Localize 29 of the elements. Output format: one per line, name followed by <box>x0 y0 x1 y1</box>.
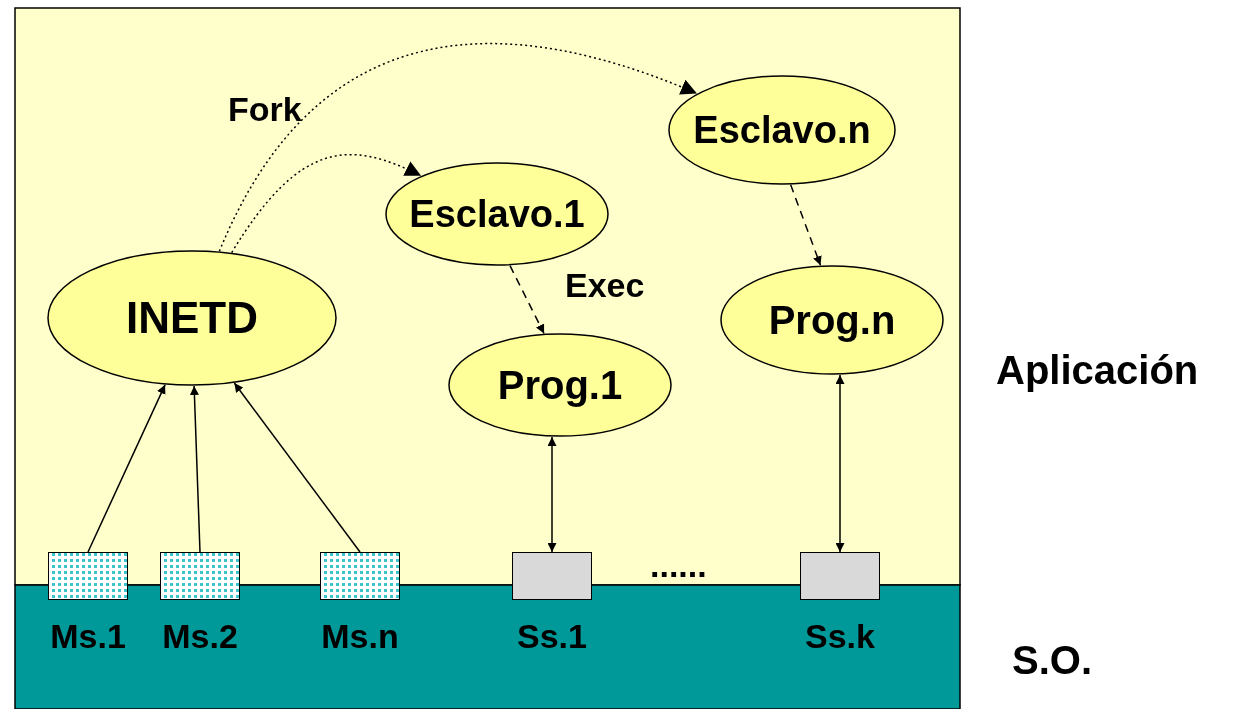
process-label: Esclavo.1 <box>409 192 585 236</box>
socket-label: Ms.2 <box>162 617 238 656</box>
process-label: Prog.1 <box>497 362 623 408</box>
socket-label: Ms.1 <box>50 617 126 656</box>
layer-label: S.O. <box>1012 638 1093 683</box>
process-ellipse <box>47 250 337 386</box>
process-ellipse <box>385 162 609 266</box>
process-ellipse <box>448 333 672 437</box>
arrow <box>547 436 557 553</box>
process-label: Prog.n <box>768 297 896 343</box>
ellipsis-dots: ...... <box>650 546 707 585</box>
socket-label: Ms.n <box>321 617 399 656</box>
arrow <box>218 42 698 252</box>
process-label: Exec <box>565 266 645 305</box>
process-ellipse <box>720 265 944 375</box>
layer-label: Aplicación <box>996 348 1199 393</box>
socket-label: Ss.1 <box>517 617 587 656</box>
process-ellipse <box>668 75 896 185</box>
arrow <box>835 374 845 553</box>
process-label: Esclavo.n <box>693 108 871 152</box>
arrow <box>789 184 822 267</box>
arrow <box>233 382 361 553</box>
arrow <box>509 264 545 335</box>
arrow <box>189 385 201 553</box>
arrow <box>87 384 166 553</box>
arrow <box>230 154 422 254</box>
process-label: Fork <box>228 90 302 129</box>
socket-label: Ss.k <box>805 617 875 656</box>
process-label: INETD <box>126 293 258 343</box>
